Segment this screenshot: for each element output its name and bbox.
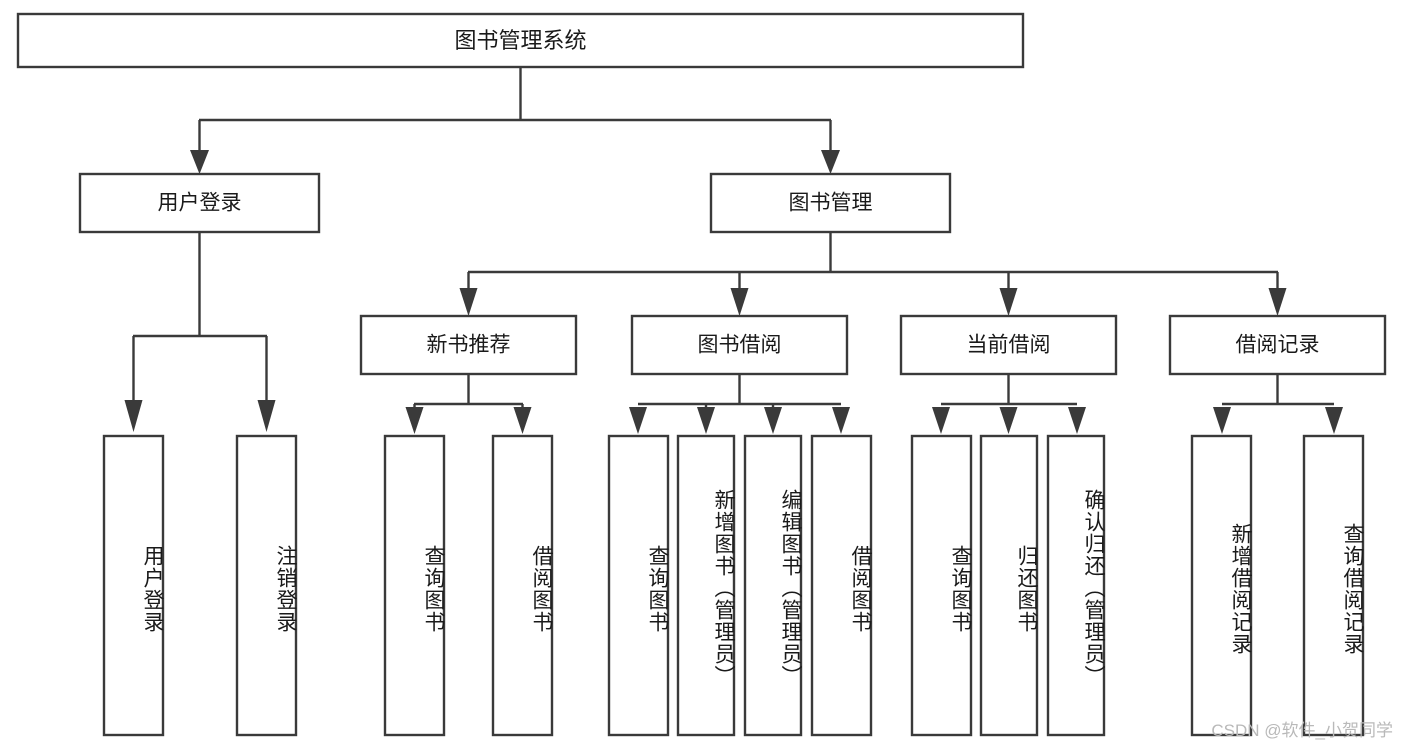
arrow-head-leaf-add-record <box>1213 407 1231 434</box>
node-root-box[interactable] <box>16 12 1025 69</box>
leaf-add-book-box[interactable] <box>676 434 736 737</box>
node-root-label: 图书管理系统 <box>454 28 586 53</box>
leaf-query-record-box[interactable] <box>1302 434 1365 737</box>
leaf-query-book-1-box[interactable] <box>383 434 446 737</box>
node-new-book-recommend-box[interactable] <box>359 314 578 376</box>
arrow-head-leaf-query-book-3 <box>932 407 950 434</box>
node-root[interactable]: 图书管理系统 <box>16 12 1025 69</box>
arrow-head-leaf-query-record <box>1325 407 1343 434</box>
leaf-edit-book-box[interactable] <box>743 434 803 737</box>
leaf-add-record-box[interactable] <box>1190 434 1253 737</box>
arrow-head-book-manage <box>821 150 840 174</box>
node-borrow-record-box[interactable] <box>1168 314 1387 376</box>
connector-group-root <box>190 67 840 174</box>
connector-group-current-borrow <box>932 374 1086 434</box>
arrow-head-leaf-borrow-book-1 <box>513 407 532 434</box>
node-book-manage[interactable]: 图书管理 <box>709 172 952 234</box>
leaf-boxes <box>102 434 1365 737</box>
connector-group-user-login <box>124 232 276 432</box>
connector-group-new-book-recommend <box>405 374 532 434</box>
node-current-borrow-box[interactable] <box>899 314 1118 376</box>
watermark-text: CSDN @软件_小贺同学 <box>1211 721 1393 740</box>
arrow-head-current-borrow <box>999 288 1018 316</box>
node-current-borrow-label: 当前借阅 <box>967 334 1051 357</box>
arrow-head-leaf-confirm-return <box>1068 407 1086 434</box>
arrow-head-leaf-query-book-1 <box>405 407 424 434</box>
arrow-head-leaf-query-book-2 <box>629 407 647 434</box>
arrow-head-leaf-add-book <box>697 407 715 434</box>
arrow-head-new-book-recommend <box>459 288 478 316</box>
node-book-borrow[interactable]: 图书借阅 <box>630 314 849 376</box>
leaf-return-book-box[interactable] <box>979 434 1039 737</box>
node-borrow-record-label: 借阅记录 <box>1236 334 1320 357</box>
node-user-login[interactable]: 用户登录 <box>78 172 321 234</box>
leaf-confirm-return-box[interactable] <box>1046 434 1106 737</box>
leaf-borrow-book-1-box[interactable] <box>491 434 554 737</box>
arrow-head-leaf-user-login <box>124 400 143 432</box>
connector-group-book-borrow <box>629 374 850 434</box>
node-new-book-recommend[interactable]: 新书推荐 <box>359 314 578 376</box>
node-user-login-box[interactable] <box>78 172 321 234</box>
node-borrow-record[interactable]: 借阅记录 <box>1168 314 1387 376</box>
connector-group-borrow-record <box>1213 374 1343 434</box>
node-book-borrow-label: 图书借阅 <box>698 334 782 357</box>
arrow-head-book-borrow <box>730 288 749 316</box>
arrow-head-borrow-record <box>1268 288 1287 316</box>
arrow-head-leaf-borrow-book-2 <box>832 407 850 434</box>
arrow-head-leaf-edit-book <box>764 407 782 434</box>
node-user-login-label: 用户登录 <box>158 192 242 215</box>
arrow-head-leaf-logout-login <box>257 400 276 432</box>
arrow-head-user-login <box>190 150 209 174</box>
leaf-logout-login-box[interactable] <box>235 434 298 737</box>
node-current-borrow[interactable]: 当前借阅 <box>899 314 1118 376</box>
node-book-borrow-box[interactable] <box>630 314 849 376</box>
leaf-borrow-book-2-box[interactable] <box>810 434 873 737</box>
leaf-query-book-2-box[interactable] <box>607 434 670 737</box>
leaf-user-login-box[interactable] <box>102 434 165 737</box>
leaf-query-book-3-box[interactable] <box>910 434 973 737</box>
node-book-manage-box[interactable] <box>709 172 952 234</box>
node-book-manage-label: 图书管理 <box>789 192 873 215</box>
arrow-head-leaf-return-book <box>999 407 1018 434</box>
node-new-book-recommend-label: 新书推荐 <box>427 334 511 357</box>
connector-group-book-manage <box>459 232 1287 316</box>
